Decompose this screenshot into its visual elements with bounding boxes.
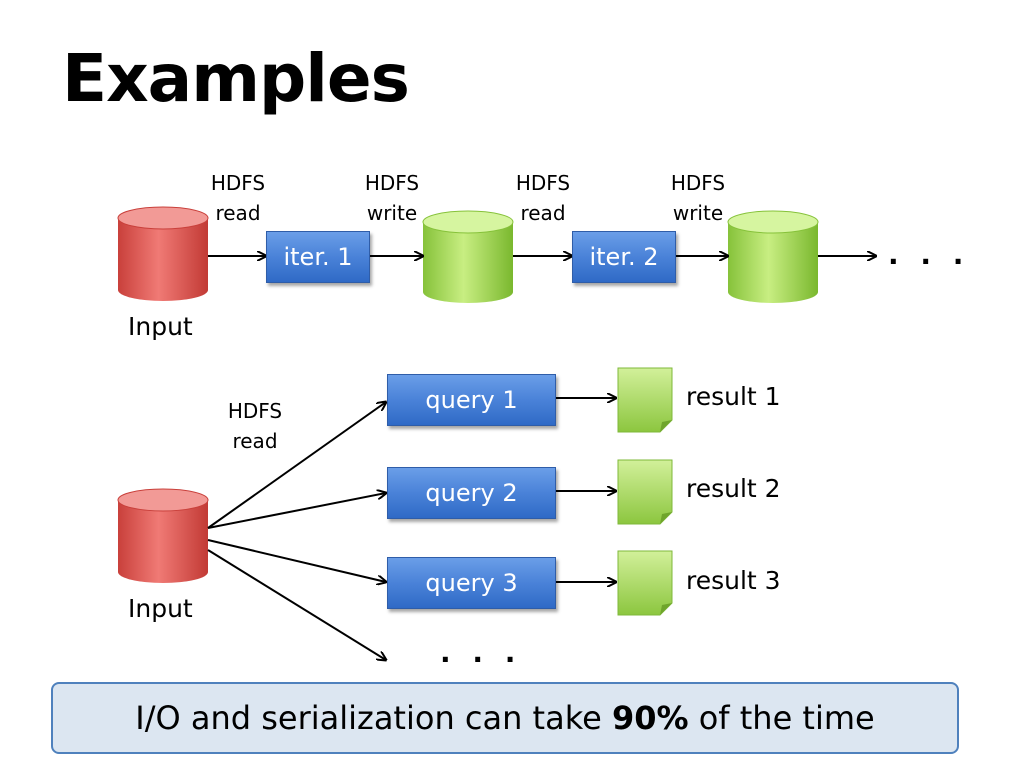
storage-database-icon-1 bbox=[422, 210, 514, 303]
query-box-1: query 1 bbox=[387, 374, 556, 426]
callout-prefix: I/O and serialization can take bbox=[135, 699, 612, 737]
input-database-icon-bottom bbox=[117, 488, 209, 583]
arrow-to-more bbox=[207, 549, 386, 660]
bottom-ellipsis: . . . bbox=[440, 636, 522, 669]
callout-suffix: of the time bbox=[688, 699, 875, 737]
result-label-1: result 1 bbox=[686, 382, 781, 411]
storage-database-icon-2 bbox=[727, 210, 819, 303]
result-document-icon-2 bbox=[617, 459, 673, 525]
arrow-to-query-3 bbox=[207, 539, 386, 582]
callout-highlight: 90% bbox=[611, 699, 689, 737]
result-label-2: result 2 bbox=[686, 474, 781, 503]
iteration-box-2: iter. 2 bbox=[572, 231, 676, 283]
slide-title: Examples bbox=[62, 40, 410, 117]
input-label-bottom: Input bbox=[128, 594, 193, 623]
input-label-top: Input bbox=[128, 312, 193, 341]
query-box-3: query 3 bbox=[387, 557, 556, 609]
arrow-to-query-1 bbox=[207, 402, 386, 529]
input-database-icon-top bbox=[117, 206, 209, 301]
result-label-3: result 3 bbox=[686, 566, 781, 595]
result-document-icon-3 bbox=[617, 550, 673, 616]
callout-box: I/O and serialization can take 90% of th… bbox=[51, 682, 959, 754]
arrow-to-query-2 bbox=[207, 493, 386, 529]
iteration-box-1: iter. 1 bbox=[266, 231, 370, 283]
result-document-icon-1 bbox=[617, 367, 673, 433]
query-box-2: query 2 bbox=[387, 467, 556, 519]
top-ellipsis: . . . bbox=[888, 238, 970, 271]
